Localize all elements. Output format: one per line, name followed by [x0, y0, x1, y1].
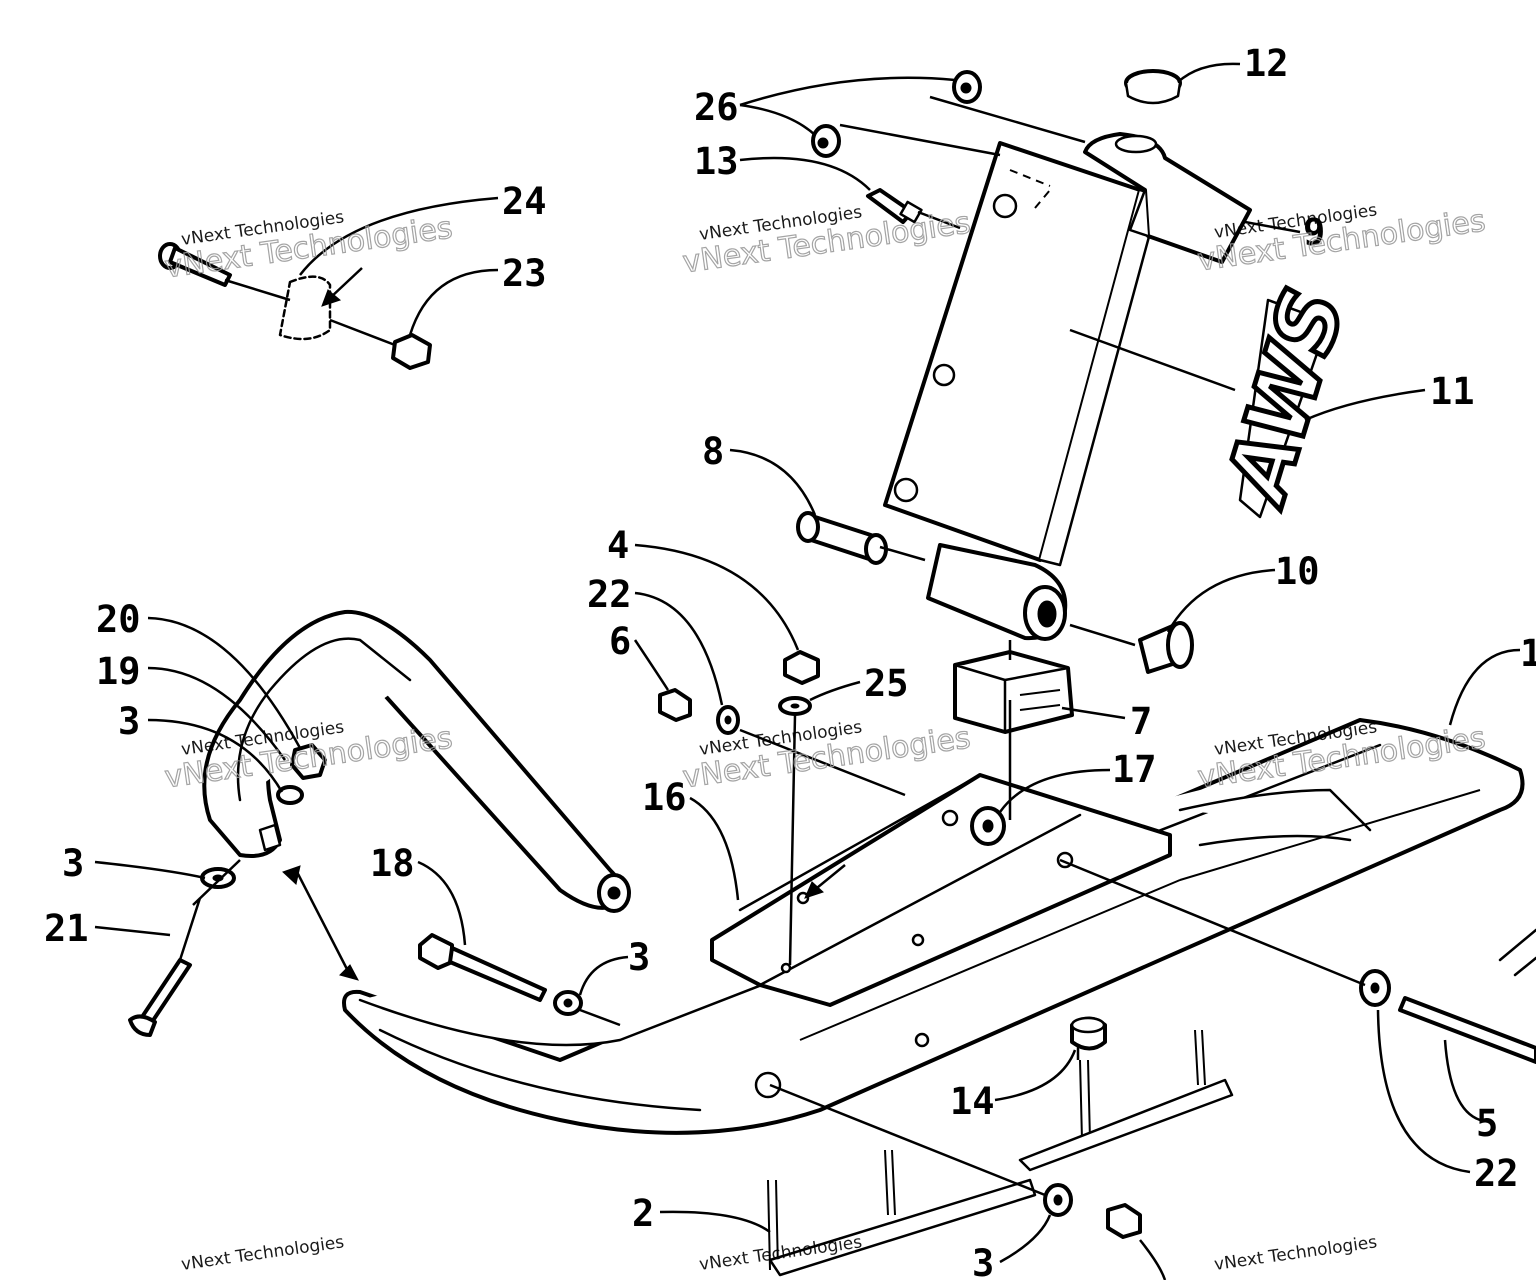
part-26-bushings: [811, 70, 982, 158]
part-5-bolt: [1398, 928, 1536, 1064]
callout-10: 10: [1275, 550, 1320, 593]
callout-22: 22: [587, 573, 632, 616]
callout-9: 9: [1303, 211, 1325, 254]
part-20-ski-loop: [202, 609, 631, 913]
arrow-icons: [321, 267, 846, 899]
part-14-spacer: [1070, 1016, 1107, 1051]
part-16-saddle: [710, 773, 1172, 1007]
part-19-nut: [290, 743, 327, 780]
callout-21: 21: [44, 907, 89, 950]
callout-13: 13: [694, 140, 739, 183]
callout-22-b: 22: [1474, 1152, 1519, 1195]
decal-text: AWS: [1206, 278, 1364, 517]
callout-3-b: 3: [62, 842, 84, 885]
leader-lines: [94, 62, 1521, 1280]
callout-3-d: 3: [972, 1242, 994, 1280]
part-17-washer: [970, 806, 1006, 846]
part-23-nut: [391, 333, 432, 370]
part-3-washer-d: [1043, 1183, 1073, 1217]
watermark: vNext Technologies vNext Technologies: [680, 202, 973, 281]
part-11-aws-decal: AWS: [1203, 275, 1366, 519]
svg-text:vNext Technologies: vNext Technologies: [1213, 1232, 1379, 1275]
part-3-washer-a: [276, 785, 304, 805]
part-24-bolt: [158, 242, 232, 287]
callout-25: 25: [864, 662, 909, 705]
callout-8: 8: [702, 430, 724, 473]
callout-6: 6: [609, 620, 631, 663]
part-3-washer-c: [553, 990, 583, 1016]
watermark: vNext Technologies: [180, 1232, 346, 1275]
watermark: vNext Technologies: [1213, 1232, 1379, 1275]
lower-nut: [1106, 1203, 1142, 1239]
callout-3-a: 3: [118, 700, 140, 743]
callout-26: 26: [694, 86, 739, 129]
callout-7: 7: [1130, 700, 1152, 743]
callouts: 12 26 13 9 24 23 11 8 4 22 6 25 10 1 20 …: [44, 42, 1536, 1280]
part-22-washer-b: [1359, 969, 1391, 1007]
callout-14: 14: [950, 1080, 995, 1123]
watermark: vNext Technologies vNext Technologies: [1195, 200, 1488, 279]
assembly-lines: [178, 95, 1366, 1197]
callout-23: 23: [502, 252, 547, 295]
part-6-nut: [658, 688, 692, 722]
callout-19: 19: [96, 650, 141, 693]
callout-17: 17: [1112, 748, 1157, 791]
part-4-nut: [783, 650, 820, 685]
part-18-bolt: [418, 933, 547, 1002]
part-8-sleeve: [796, 511, 888, 565]
part-13-fitting: [866, 188, 923, 224]
bracket-dashed: [278, 275, 332, 341]
callout-2: 2: [632, 1192, 654, 1235]
part-22-washer-a: [716, 705, 740, 735]
watermark: vNext Technologies vNext Technologies: [162, 207, 455, 286]
part-21-bolt: [128, 958, 192, 1037]
wear-bar-studs: [767, 1029, 1234, 1277]
callout-11: 11: [1430, 370, 1475, 413]
part-25-washer: [778, 696, 812, 716]
callout-1: 1: [1520, 632, 1536, 675]
callout-20: 20: [96, 598, 141, 641]
callout-18: 18: [370, 842, 415, 885]
part-7-block: [953, 650, 1074, 734]
callout-5: 5: [1476, 1102, 1498, 1145]
callout-16: 16: [642, 776, 687, 819]
svg-text:vNext Technologies: vNext Technologies: [180, 1232, 346, 1275]
callout-3-c: 3: [628, 936, 650, 979]
part-12-cap: [1124, 69, 1182, 105]
callout-4: 4: [607, 524, 629, 567]
part-10-sleeve: [1138, 621, 1194, 674]
shock-absorber: [883, 132, 1252, 641]
callout-24: 24: [502, 180, 547, 223]
callout-12: 12: [1244, 42, 1289, 85]
